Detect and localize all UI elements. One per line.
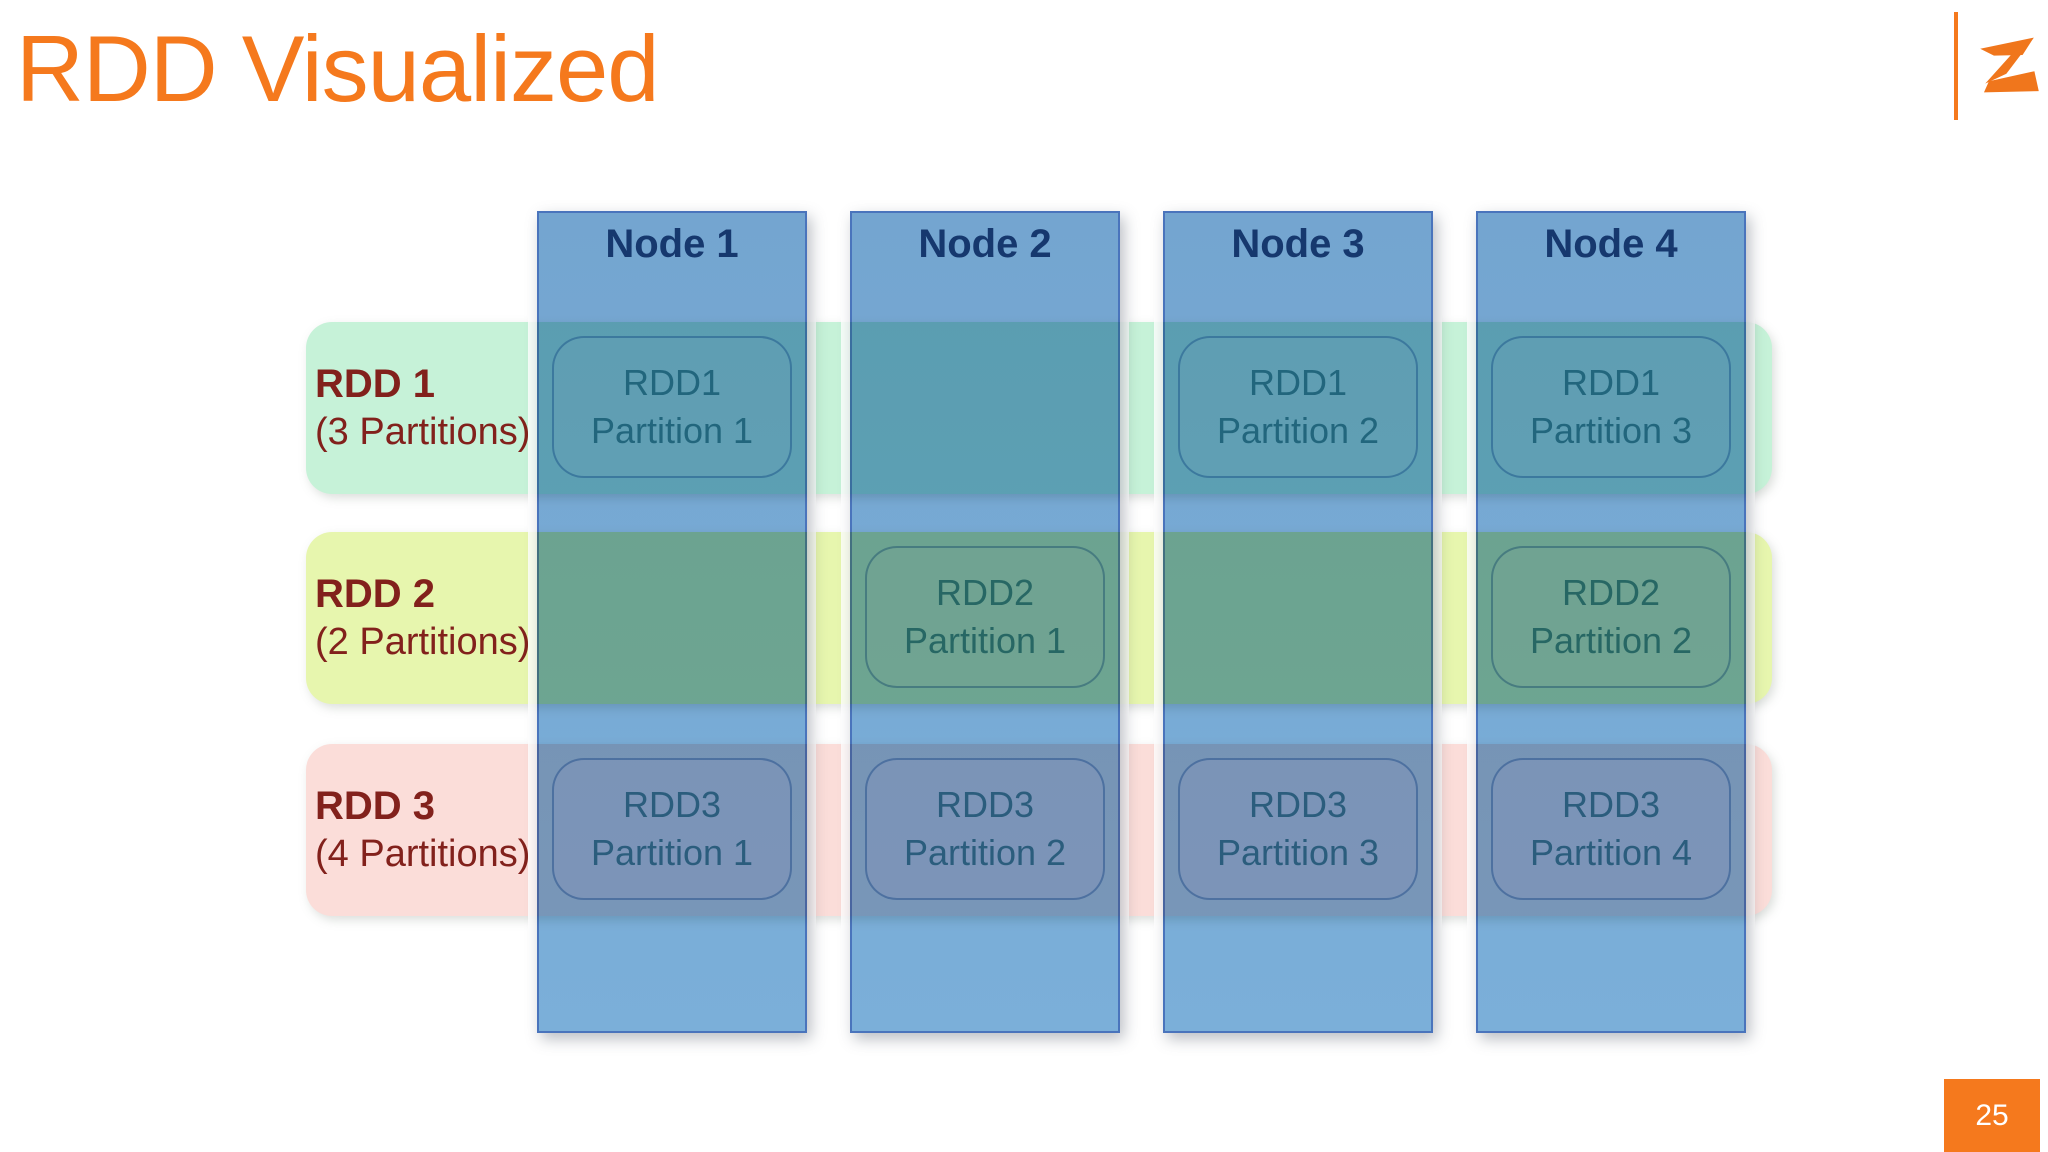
rdd-partition-count: (4 Partitions) <box>315 833 531 876</box>
rdd-partition-count: (3 Partitions) <box>315 411 531 454</box>
node1-column: Node 1 RDD1 Partition 1 RDD3 Partition 1 <box>537 211 807 1033</box>
partition-box: RDD1 Partition 2 <box>1178 336 1418 478</box>
brand-divider-line <box>1954 12 1958 120</box>
node2-column: Node 2 RDD2 Partition 1 RDD3 Partition 2 <box>850 211 1120 1033</box>
partition-rdd-label: RDD1 <box>1248 362 1347 404</box>
column-glow <box>1467 211 1476 1033</box>
node-header: Node 4 <box>1544 222 1678 266</box>
column-glow <box>1746 211 1755 1033</box>
column-glow <box>807 211 816 1033</box>
partition-box: RDD2 Partition 2 <box>1491 546 1731 688</box>
node3-column: Node 3 RDD1 Partition 2 RDD3 Partition 3 <box>1163 211 1433 1033</box>
column-glow <box>1433 211 1442 1033</box>
partition-number-label: Partition 2 <box>903 832 1067 873</box>
partition-number-label: Partition 1 <box>903 620 1067 661</box>
partition-number-label: Partition 1 <box>590 832 754 873</box>
partition-number-label: Partition 2 <box>1216 410 1380 451</box>
partition-number-label: Partition 1 <box>590 410 754 451</box>
brand-z-logo-icon <box>1980 37 2039 93</box>
partition-number-label: Partition 2 <box>1529 620 1693 661</box>
node-header: Node 1 <box>605 222 739 266</box>
rdd-partition-count: (2 Partitions) <box>315 621 531 664</box>
column-glow <box>841 211 850 1033</box>
partition-rdd-label: RDD3 <box>935 784 1034 826</box>
partition-rdd-label: RDD1 <box>622 362 721 404</box>
rdd-name: RDD 2 <box>315 572 436 617</box>
page-number: 25 <box>1975 1098 2009 1132</box>
partition-box: RDD1 Partition 3 <box>1491 336 1731 478</box>
page-title: RDD Visualized <box>16 16 660 121</box>
rdd2-label: RDD 2 (2 Partitions) <box>315 532 530 704</box>
partition-number-label: Partition 4 <box>1529 832 1693 873</box>
partition-box: RDD2 Partition 1 <box>865 546 1105 688</box>
node4-column: Node 4 RDD1 Partition 3 RDD2 Partition 2… <box>1476 211 1746 1033</box>
rdd-name: RDD 3 <box>315 784 436 829</box>
partition-box: RDD3 Partition 4 <box>1491 758 1731 900</box>
column-glow <box>1154 211 1163 1033</box>
partition-box: RDD3 Partition 2 <box>865 758 1105 900</box>
partition-number-label: Partition 3 <box>1216 832 1380 873</box>
partition-rdd-label: RDD3 <box>1248 784 1347 826</box>
partition-box: RDD3 Partition 3 <box>1178 758 1418 900</box>
rdd1-label: RDD 1 (3 Partitions) <box>315 322 530 494</box>
partition-box: RDD1 Partition 1 <box>552 336 792 478</box>
page-number-badge: 25 <box>1944 1079 2040 1152</box>
partition-box: RDD3 Partition 1 <box>552 758 792 900</box>
partition-rdd-label: RDD3 <box>622 784 721 826</box>
column-glow <box>1120 211 1129 1033</box>
node-header: Node 3 <box>1231 222 1365 266</box>
rdd-name: RDD 1 <box>315 362 436 407</box>
partition-rdd-label: RDD1 <box>1561 362 1660 404</box>
column-glow <box>528 211 537 1033</box>
partition-rdd-label: RDD3 <box>1561 784 1660 826</box>
rdd3-label: RDD 3 (4 Partitions) <box>315 744 530 916</box>
partition-number-label: Partition 3 <box>1529 410 1693 451</box>
node-header: Node 2 <box>918 222 1052 266</box>
partition-rdd-label: RDD2 <box>1561 572 1660 614</box>
partition-rdd-label: RDD2 <box>935 572 1034 614</box>
